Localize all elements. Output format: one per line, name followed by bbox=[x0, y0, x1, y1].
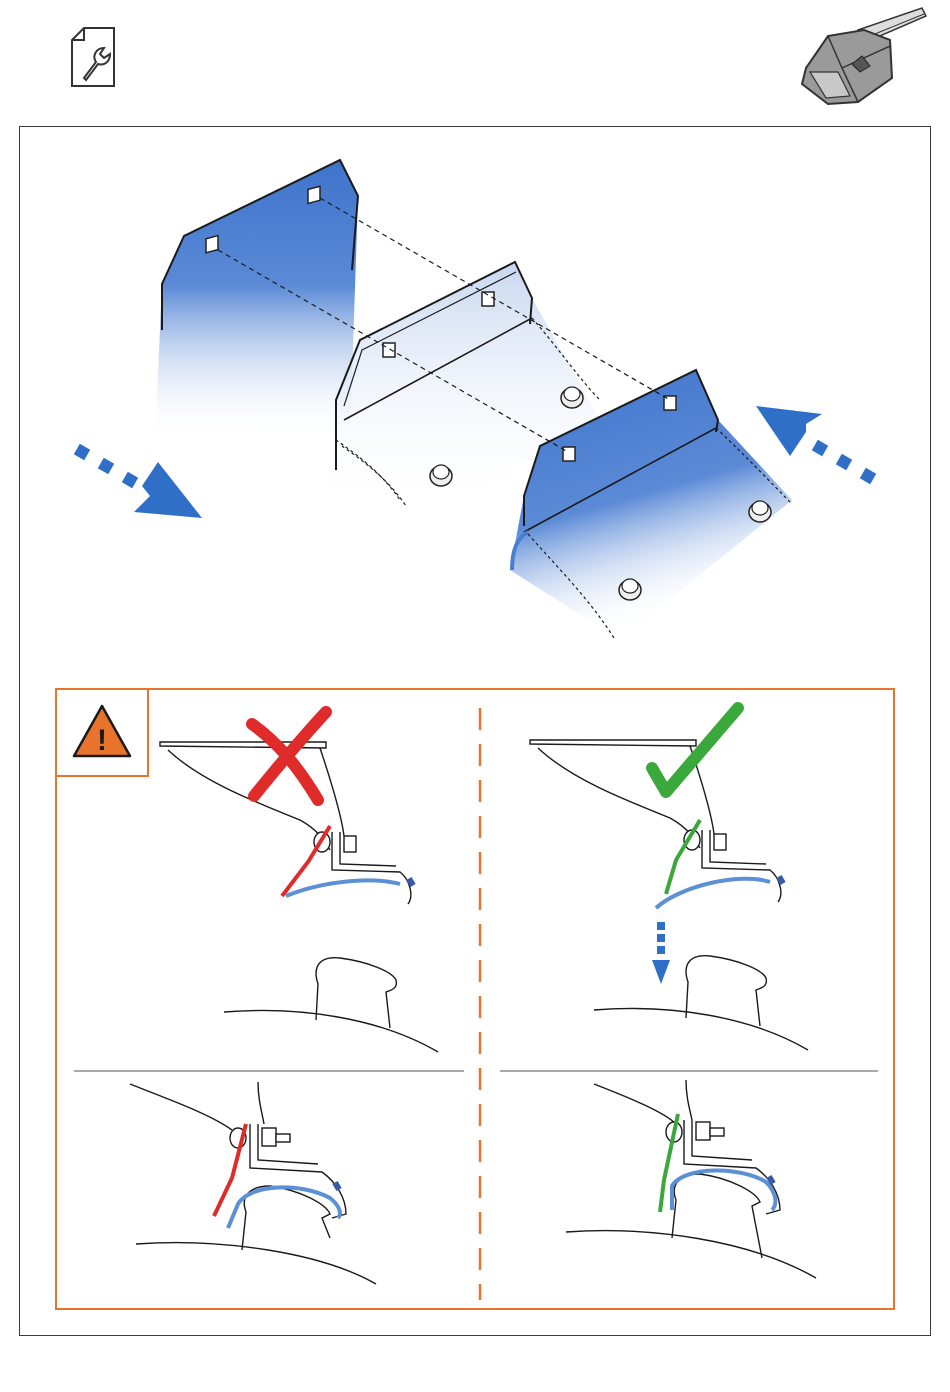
wrong-pad-blue bbox=[286, 880, 400, 896]
correct-pad-blue bbox=[672, 1170, 775, 1210]
roof-rail-profile bbox=[594, 956, 808, 1050]
cross-icon bbox=[252, 712, 326, 800]
roof-rail-profile bbox=[224, 958, 438, 1052]
correct-pad-blue bbox=[656, 879, 770, 908]
dashed-down-arrow-icon bbox=[652, 922, 670, 984]
checkmark-icon bbox=[652, 708, 738, 792]
correct-pad-green bbox=[666, 820, 700, 894]
wrong-mounted-foot bbox=[130, 1082, 376, 1284]
clip-tab bbox=[406, 877, 415, 887]
correct-mounted-foot bbox=[566, 1080, 816, 1278]
clip-tab bbox=[776, 875, 785, 885]
